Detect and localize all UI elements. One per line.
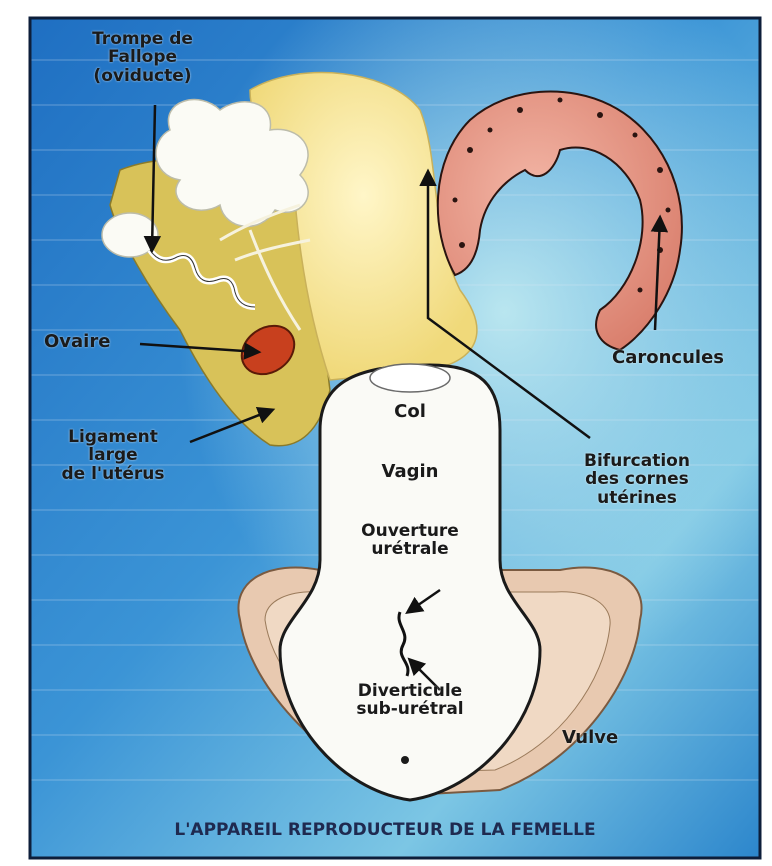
label-trompe-line1: Trompe de [60,30,225,48]
label-bifurcation-line1: Bifurcation [552,452,722,470]
label-diverticule-line1: Diverticule [320,682,500,700]
label-ligament-line3: de l'utérus [38,465,188,483]
label-diverticule-line2: sub-urétral [320,700,500,718]
vagina [280,365,540,800]
label-diverticule: Diverticule sub-urétral [320,682,500,719]
label-ouverture: Ouverture urétrale [330,522,490,559]
label-trompe-line2: Fallope [60,48,225,66]
cervix-opening [370,364,450,392]
label-vulve: Vulve [562,728,618,747]
label-bifurcation: Bifurcation des cornes utérines [552,452,722,507]
label-col: Col [370,402,450,421]
label-bifurcation-line2: des cornes [552,470,722,488]
label-ligament-line1: Ligament [38,428,188,446]
label-caroncules: Caroncules [612,348,724,367]
label-trompe: Trompe de Fallope (oviducte) [60,30,225,85]
label-ligament-line2: large [38,446,188,464]
label-ovaire: Ovaire [44,332,110,351]
diagram-caption: L'APPAREIL REPRODUCTEUR DE LA FEMELLE [60,820,710,840]
label-ligament: Ligament large de l'utérus [38,428,188,483]
label-ouverture-line2: urétrale [330,540,490,558]
label-ouverture-line1: Ouverture [330,522,490,540]
label-trompe-line3: (oviducte) [60,67,225,85]
label-vagin: Vagin [360,462,460,481]
label-bifurcation-line3: utérines [552,489,722,507]
vulva-opening [401,756,409,764]
